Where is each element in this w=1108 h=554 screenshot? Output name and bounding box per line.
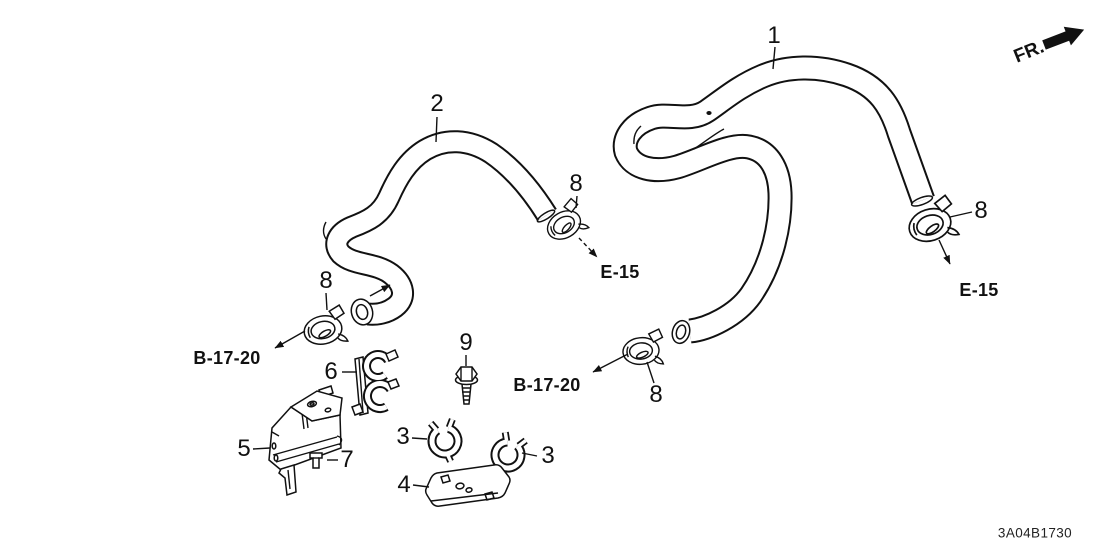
callout-8-clamp-left: 8 bbox=[319, 267, 333, 294]
cross-ref-b1720-left: B-17-20 bbox=[193, 348, 261, 368]
callout-3-clip-left: 3 bbox=[396, 423, 410, 450]
callout-5-bracket: 5 bbox=[237, 435, 251, 462]
hose-clamp-drawing-bottom bbox=[620, 328, 666, 369]
screw-drawing bbox=[309, 452, 323, 469]
clip-drawing-left bbox=[429, 419, 462, 464]
mounting-plate-drawing bbox=[424, 464, 511, 507]
cross-ref-e15-right: E-15 bbox=[959, 280, 999, 300]
callout-2-hose: 2 bbox=[430, 90, 444, 117]
callout-9-bolt: 9 bbox=[459, 329, 473, 356]
callout-8-clamp-right: 8 bbox=[974, 197, 988, 224]
hose-1-drawing bbox=[612, 55, 935, 345]
callout-4-plate: 4 bbox=[397, 471, 411, 498]
bracket-drawing bbox=[268, 385, 343, 497]
cross-reference-arrows bbox=[274, 237, 951, 373]
callout-8-clamp-middle: 8 bbox=[569, 170, 583, 197]
cross-ref-e15-middle: E-15 bbox=[600, 262, 640, 282]
callout-7-screw: 7 bbox=[340, 446, 354, 473]
clamp-holder-drawing bbox=[351, 349, 400, 416]
callout-3-clip-right: 3 bbox=[541, 442, 555, 469]
callout-leader-lines bbox=[252, 46, 973, 488]
hose-clamp-drawing-left bbox=[299, 303, 351, 351]
callout-1-hose: 1 bbox=[767, 22, 781, 49]
diagram-code: 3A04B1730 bbox=[997, 525, 1073, 541]
flange-bolt-drawing bbox=[454, 366, 479, 405]
callout-8-clamp-bottom: 8 bbox=[649, 381, 663, 408]
callout-6-clamp-holder: 6 bbox=[324, 358, 338, 385]
fr-direction-arrow-icon bbox=[1042, 26, 1085, 50]
cross-ref-b1720-right: B-17-20 bbox=[513, 375, 581, 395]
hose-2-drawing bbox=[322, 130, 557, 326]
